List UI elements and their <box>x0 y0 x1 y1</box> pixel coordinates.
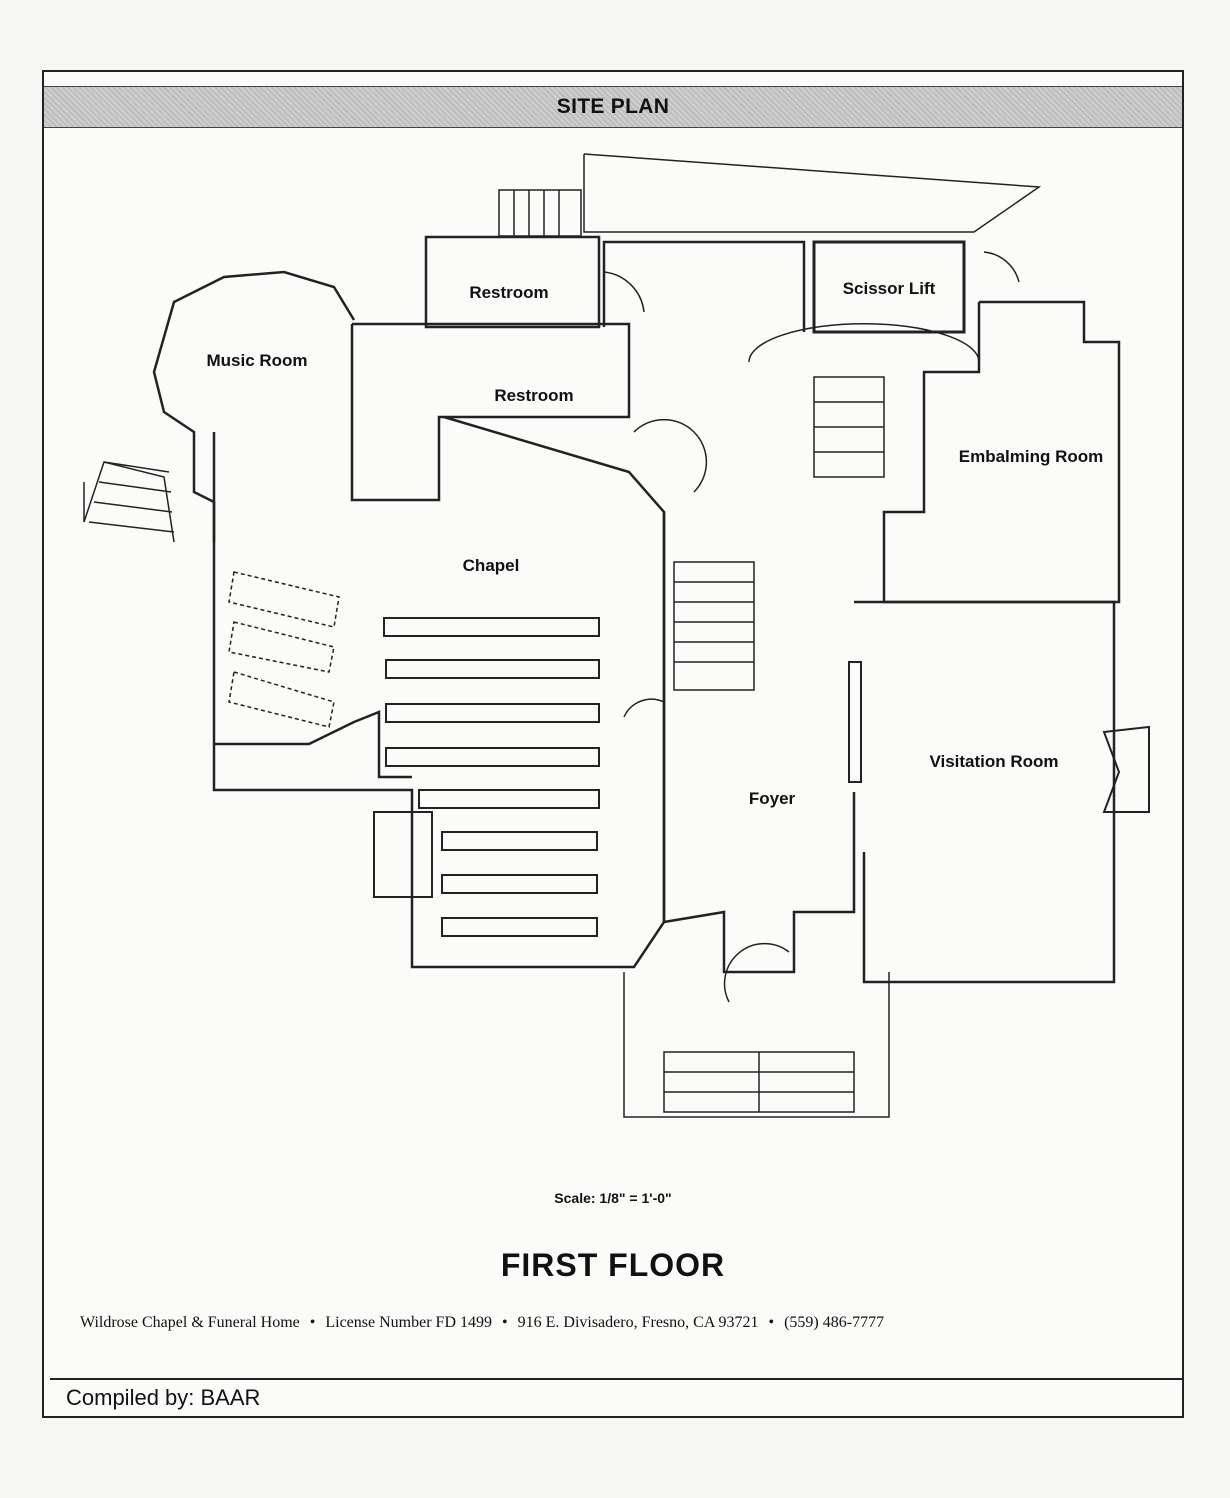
company-info-line: Wildrose Chapel & Funeral Home•License N… <box>80 1314 885 1331</box>
foyer-stairs <box>673 561 755 691</box>
room-label-scissor-lift: Scissor Lift <box>843 279 936 298</box>
floor-plan-drawing: Music Room Restroom Restroom Scissor Lif… <box>83 153 1150 1118</box>
chapel-walls <box>212 415 666 969</box>
chapel-pews <box>383 617 600 937</box>
exterior-stairs-left <box>83 461 175 543</box>
door-swings <box>603 251 1020 1003</box>
floor-title: FIRST FLOOR <box>500 1247 726 1283</box>
center-stairs <box>813 376 885 478</box>
site-plan-title: SITE PLAN <box>556 95 670 118</box>
site-plan-sheet: SITE PLAN <box>42 70 1184 1418</box>
scissor-lift-walls <box>812 240 966 334</box>
restroom-lower-walls <box>350 322 631 502</box>
rear-stairs <box>498 189 582 237</box>
room-label-foyer: Foyer <box>749 789 796 808</box>
room-label-restroom-upper: Restroom <box>469 283 548 302</box>
music-room-walls <box>152 270 356 542</box>
room-label-embalming-room: Embalming Room <box>959 447 1104 466</box>
compiled-by-text: Compiled by: BAAR <box>66 1385 261 1410</box>
ramp-outline <box>583 153 1042 233</box>
company-address: 916 E. Divisadero, Fresno, CA 93721 <box>517 1314 759 1331</box>
chapel-stage <box>214 710 412 779</box>
company-phone: (559) 486-7777 <box>784 1314 885 1331</box>
central-hall-walls <box>602 240 806 332</box>
company-name: Wildrose Chapel & Funeral Home <box>80 1314 300 1331</box>
side-pews <box>228 571 340 728</box>
site-plan-header: SITE PLAN <box>44 86 1182 128</box>
compiled-by-footer: Compiled by: BAAR <box>50 1378 1182 1416</box>
visitation-room-walls <box>854 600 1116 984</box>
visitation-fireplace <box>1102 725 1150 813</box>
room-label-visitation-room: Visitation Room <box>929 752 1058 771</box>
foyer-walls <box>662 512 856 974</box>
scale-note: Scale: 1/8" = 1'-0" <box>554 1190 672 1206</box>
chapel-fireplace <box>373 811 433 898</box>
room-label-chapel: Chapel <box>463 556 520 575</box>
front-entry <box>623 972 890 1118</box>
company-license: License Number FD 1499 <box>325 1314 492 1331</box>
room-label-restroom-lower: Restroom <box>494 386 573 405</box>
restroom-upper-walls <box>424 235 601 329</box>
foyer-divider <box>848 661 862 783</box>
room-label-music-room: Music Room <box>206 351 307 370</box>
